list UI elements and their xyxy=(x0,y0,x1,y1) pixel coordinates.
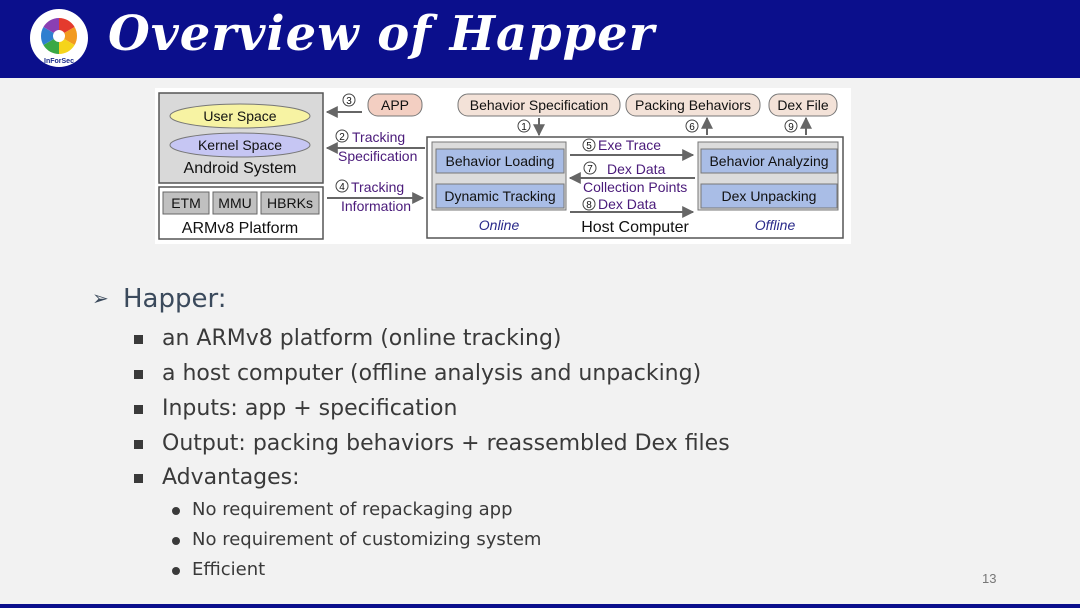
behavior-specification-pill xyxy=(457,93,621,117)
behavior-loading-label: Behavior Loading xyxy=(446,153,555,169)
mmu-box xyxy=(212,191,258,215)
step-6: 6 xyxy=(689,122,695,133)
step-4: 4 xyxy=(339,182,345,193)
dot-bullet-icon xyxy=(172,537,180,545)
dex-data-label: Dex Data xyxy=(598,196,657,212)
armv8-platform-label: ARMv8 Platform xyxy=(182,220,298,237)
host-computer-label: Host Computer xyxy=(581,219,689,236)
dynamic-tracking-label: Dynamic Tracking xyxy=(444,188,555,204)
behavior-analyzing-label: Behavior Analyzing xyxy=(709,153,828,169)
square-bullet-icon xyxy=(134,405,143,414)
step-8: 8 xyxy=(586,200,592,211)
list-item-text: Advantages: xyxy=(162,465,300,490)
mmu-label: MMU xyxy=(218,195,251,211)
tracking-info-label-2: Information xyxy=(341,198,411,214)
page-number: 13 xyxy=(982,571,997,586)
dot-bullet-icon xyxy=(172,567,180,575)
kernel-space-label: Kernel Space xyxy=(198,137,282,153)
user-space-label: User Space xyxy=(203,108,276,124)
heading-text: Happer: xyxy=(123,284,227,314)
step-2: 2 xyxy=(339,132,345,143)
list-item-text: Output: packing behaviors + reassembled … xyxy=(162,431,730,456)
title-bar: InForSec Overview of Happer xyxy=(0,0,1080,78)
step-7: 7 xyxy=(587,164,593,175)
step-1: 1 xyxy=(521,122,527,133)
step-5: 5 xyxy=(586,141,592,152)
step-3: 3 xyxy=(346,96,352,107)
bottom-rule xyxy=(0,604,1080,608)
behavior-specification-label: Behavior Specification xyxy=(470,97,609,113)
app-label: APP xyxy=(381,97,409,113)
list-item-text: an ARMv8 platform (online tracking) xyxy=(162,326,562,351)
hbrks-label: HBRKs xyxy=(267,195,313,211)
architecture-diagram: User Space Kernel Space Android System E… xyxy=(155,88,851,244)
dex-file-pill xyxy=(768,93,838,117)
slide-title: Overview of Happer xyxy=(108,6,656,62)
dex-data-cp-label-1: Dex Data xyxy=(607,161,666,177)
hbrks-box xyxy=(260,191,320,215)
dex-unpacking-label: Dex Unpacking xyxy=(722,188,817,204)
square-bullet-icon xyxy=(134,440,143,449)
inforsec-logo: InForSec xyxy=(30,9,88,67)
square-bullet-icon xyxy=(134,335,143,344)
square-bullet-icon xyxy=(134,370,143,379)
dex-data-cp-label-2: Collection Points xyxy=(583,179,687,195)
packing-behaviors-pill xyxy=(625,93,761,117)
packing-behaviors-label: Packing Behaviors xyxy=(635,97,751,113)
offline-label: Offline xyxy=(755,217,796,233)
sub-list-item-text: No requirement of repackaging app xyxy=(192,499,513,520)
dynamic-tracking-box xyxy=(435,183,565,209)
app-pill xyxy=(367,93,423,117)
arrow-bullet-icon: ➢ xyxy=(92,286,109,310)
step-9: 9 xyxy=(788,122,794,133)
list-item-text: Inputs: app + specification xyxy=(162,396,458,421)
behavior-loading-box xyxy=(435,148,565,174)
dex-unpacking-box xyxy=(700,183,838,209)
tracking-spec-label-1: Tracking xyxy=(352,129,405,145)
online-label: Online xyxy=(479,217,520,233)
list-item-text: a host computer (offline analysis and un… xyxy=(162,361,702,386)
dex-file-label: Dex File xyxy=(777,97,829,113)
behavior-analyzing-box xyxy=(700,148,838,174)
user-space-oval xyxy=(169,103,311,129)
tracking-spec-label-2: Specification xyxy=(338,148,417,164)
tracking-info-label-1: Tracking xyxy=(351,179,404,195)
sub-list-item-text: No requirement of customizing system xyxy=(192,529,542,550)
kernel-space-oval xyxy=(169,132,311,158)
dot-bullet-icon xyxy=(172,507,180,515)
sub-list-item-text: Efficient xyxy=(192,559,266,580)
exe-trace-label: Exe Trace xyxy=(598,137,661,153)
android-system-label: Android System xyxy=(184,160,297,177)
etm-box xyxy=(162,191,210,215)
logo-text: InForSec xyxy=(44,58,74,65)
etm-label: ETM xyxy=(171,195,201,211)
square-bullet-icon xyxy=(134,474,143,483)
